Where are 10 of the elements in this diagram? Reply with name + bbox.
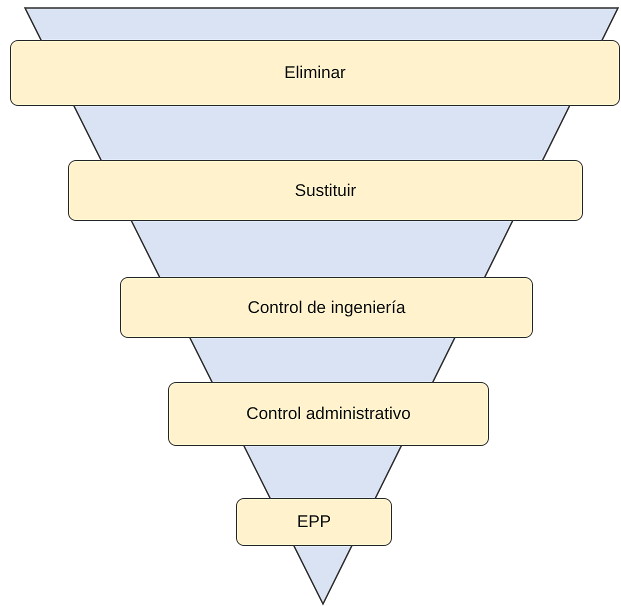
- level-box: [10, 40, 620, 106]
- level-box: [68, 160, 583, 221]
- level-label: Sustituir: [294, 180, 356, 200]
- level-box: [120, 277, 533, 338]
- level-label: EPP: [296, 512, 332, 532]
- level-box: [168, 382, 489, 446]
- level-box: [236, 498, 392, 546]
- level-label: Eliminar: [284, 63, 346, 83]
- level-label: Control administrativo: [246, 404, 411, 424]
- level-label: Control de ingeniería: [248, 298, 406, 318]
